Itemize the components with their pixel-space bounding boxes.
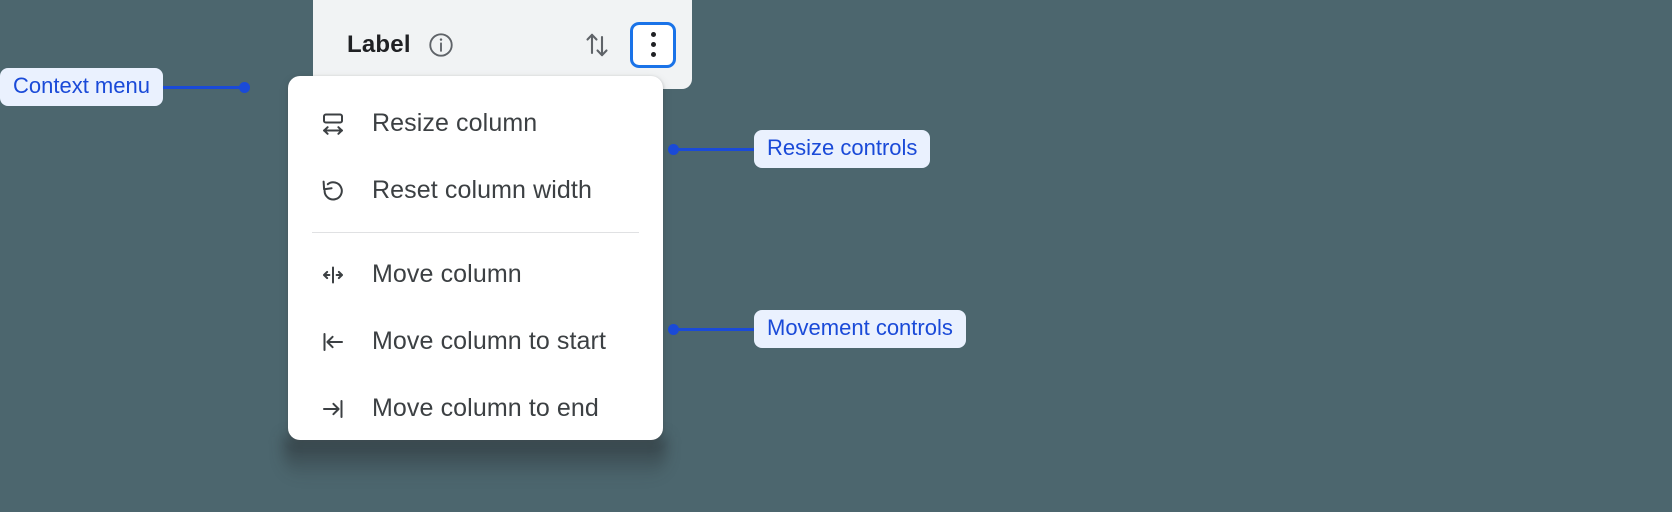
annotation-anchor-dot xyxy=(668,323,679,335)
move-column-icon xyxy=(318,260,348,290)
menu-item-label: Move column to end xyxy=(372,394,599,422)
annotation-label: Context menu xyxy=(0,68,163,107)
annotation-label: Resize controls xyxy=(754,130,931,169)
menu-item-label: Resize column xyxy=(372,109,538,137)
menu-item-label: Reset column width xyxy=(372,176,592,204)
annotation-label: Movement controls xyxy=(754,310,966,349)
menu-item-label: Move column xyxy=(372,260,522,288)
column-menu-button[interactable] xyxy=(630,21,676,68)
menu-item-resize-column[interactable]: Resize column xyxy=(288,90,663,157)
menu-item-move-column[interactable]: Move column xyxy=(288,241,663,308)
annotation-anchor-dot xyxy=(238,81,250,93)
kebab-dot-2 xyxy=(650,42,656,47)
menu-item-move-column-to-end[interactable]: Move column to end xyxy=(288,375,663,442)
annotation-resize-controls: Resize controls xyxy=(668,130,931,169)
menu-divider xyxy=(312,232,639,233)
sort-arrows-icon[interactable] xyxy=(580,28,614,62)
menu-drop-shadow xyxy=(284,437,666,479)
page-title: Label xyxy=(347,30,411,58)
resize-column-icon xyxy=(318,109,348,139)
kebab-dot-1 xyxy=(650,32,656,37)
annotation-movement-controls: Movement controls xyxy=(668,310,966,349)
annotation-context-menu: Context menu xyxy=(0,68,250,107)
column-header: Label xyxy=(313,0,692,89)
menu-item-reset-column-width[interactable]: Reset column width xyxy=(288,157,663,224)
context-menu: Resize column Reset column width xyxy=(288,76,663,440)
kebab-dot-3 xyxy=(650,52,656,57)
annotation-anchor-dot xyxy=(668,143,679,155)
reset-width-icon xyxy=(318,176,348,206)
move-to-end-icon xyxy=(318,394,348,424)
move-to-start-icon xyxy=(318,327,348,357)
menu-item-move-column-to-start[interactable]: Move column to start xyxy=(288,308,663,375)
annotation-leader-line xyxy=(162,85,239,89)
menu-item-label: Move column to start xyxy=(372,327,607,355)
annotation-leader-line xyxy=(679,147,754,151)
info-circle-icon[interactable] xyxy=(427,31,455,59)
annotation-leader-line xyxy=(679,327,754,331)
